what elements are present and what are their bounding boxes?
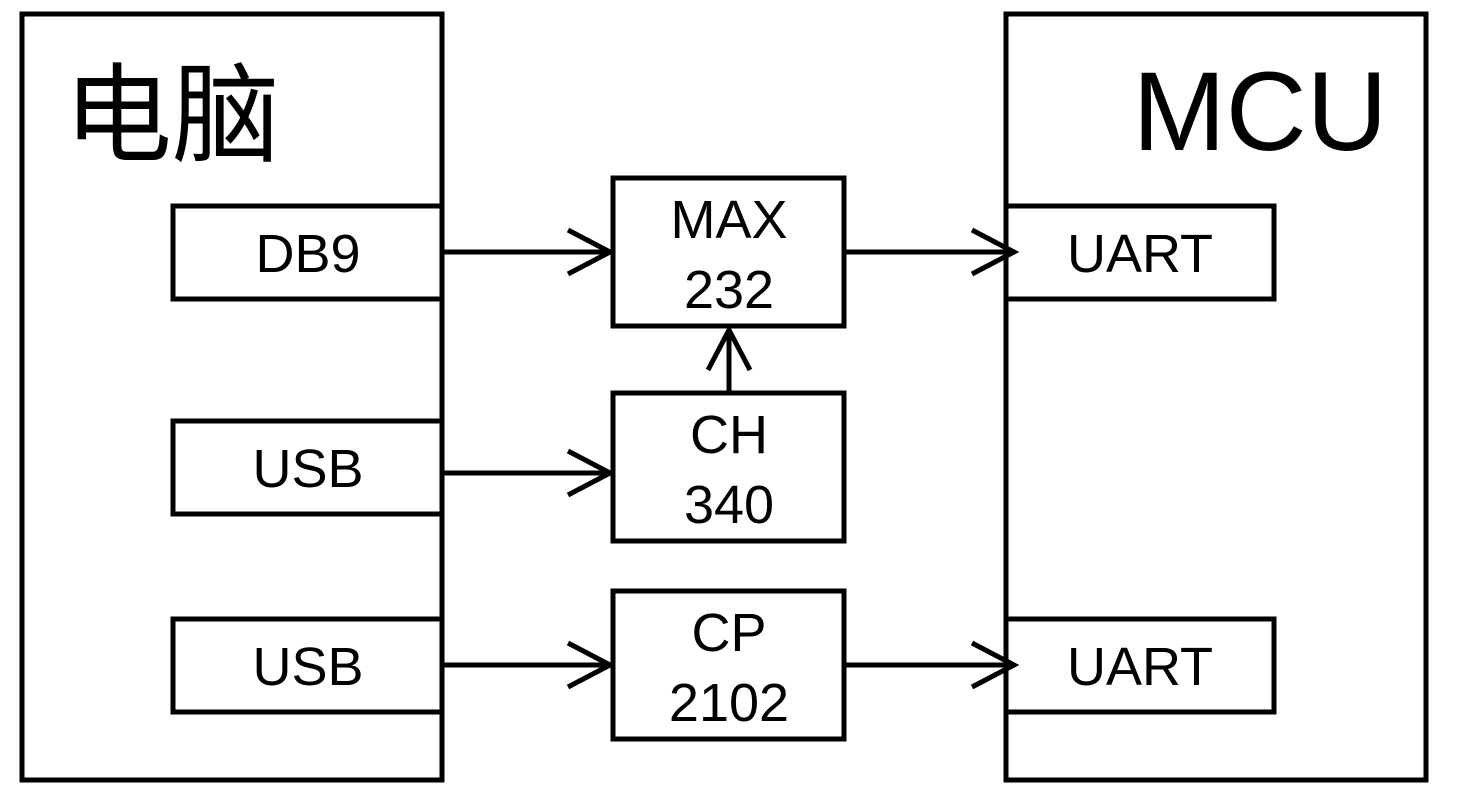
max232-chip-label-line2: 232 (684, 260, 774, 320)
db9-port-box (170, 203, 445, 302)
ch340-chip-box (610, 390, 847, 544)
uart-port-label-2: UART (1067, 637, 1213, 697)
ch340-chip-label-line1: CH (690, 405, 768, 465)
arrow-db9-to-max232 (444, 227, 616, 277)
arrow-max232-to-uart-1 (846, 227, 1020, 277)
cp2102-chip-label-line1: CP (691, 603, 766, 663)
mcu-title: MCU (1132, 49, 1387, 174)
usb-port-label-2: USB (252, 637, 363, 697)
uart-port-label-1: UART (1067, 224, 1213, 284)
arrow-usb-to-cp2102 (444, 640, 616, 690)
db9-port-label: DB9 (255, 224, 360, 284)
usb-port-box-1 (170, 418, 445, 517)
usb-port-box-2 (170, 616, 445, 715)
cp2102-chip-label-line2: 2102 (669, 673, 789, 733)
arrow-ch340-to-max232 (705, 324, 753, 391)
usb-port-label-1: USB (252, 439, 363, 499)
uart-port-box-2 (1003, 616, 1277, 715)
ch340-chip-label-line2: 340 (684, 475, 774, 535)
arrow-cp2102-to-uart-2 (846, 640, 1020, 690)
computer-title: 电脑 (64, 55, 280, 176)
arrow-usb-to-ch340 (444, 448, 616, 498)
max232-chip-label-line1: MAX (670, 190, 787, 250)
